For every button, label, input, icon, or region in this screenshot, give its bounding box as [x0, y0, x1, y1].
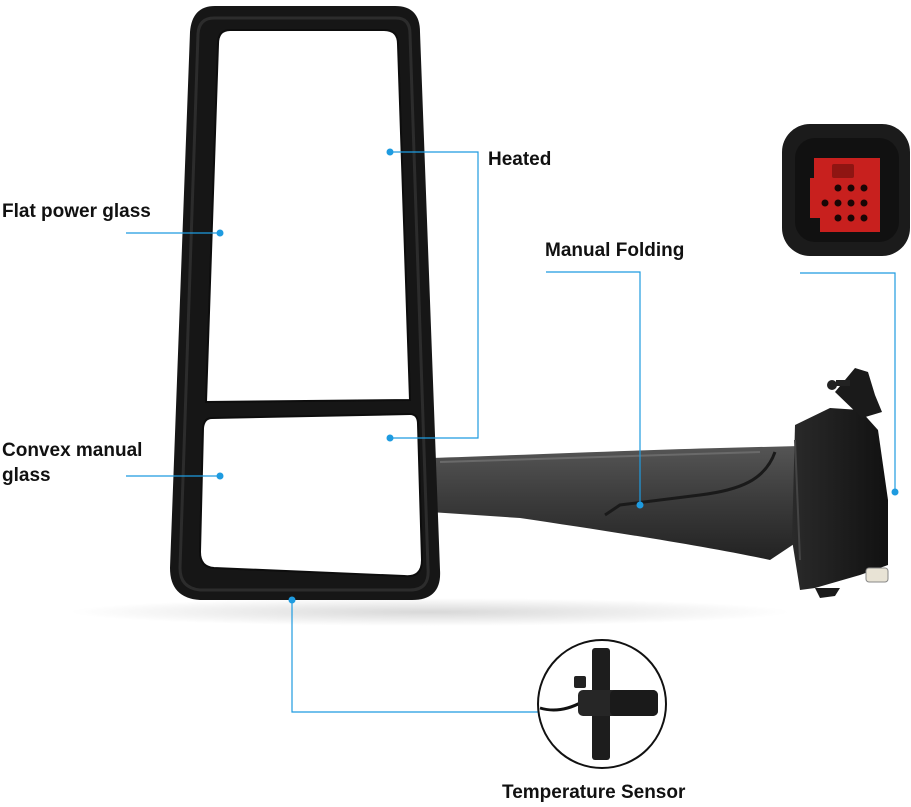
mounting-bracket	[792, 368, 889, 598]
callout-dots	[216, 148, 899, 604]
callout-line-connector	[800, 272, 896, 492]
mirror-arm	[430, 446, 800, 560]
label-flat-power-glass-text: Flat power glass	[2, 201, 151, 222]
flat-power-glass	[204, 29, 412, 404]
floor-shadow	[70, 598, 790, 626]
callout-line-manual-folding	[546, 271, 641, 505]
label-convex-line2: glass	[2, 465, 51, 486]
wiring-connector-icon	[782, 124, 910, 256]
temperature-sensor-icon	[537, 639, 667, 769]
label-convex-line1: Convex manual	[2, 440, 143, 461]
label-heated: Heated	[488, 147, 551, 172]
convex-manual-glass	[198, 412, 424, 578]
callout-lines	[126, 151, 896, 713]
label-temperature-sensor-text: Temperature Sensor	[502, 782, 686, 803]
callout-line-temp-sensor	[291, 600, 540, 713]
callout-line-heated	[390, 151, 479, 439]
label-temperature-sensor: Temperature Sensor	[502, 780, 685, 805]
label-convex-manual-glass: Convex manual glass	[2, 438, 142, 488]
label-heated-text: Heated	[488, 149, 552, 170]
label-flat-power-glass: Flat power glass	[2, 199, 151, 224]
label-manual-folding-text: Manual Folding	[545, 240, 685, 261]
label-manual-folding: Manual Folding	[545, 238, 684, 263]
